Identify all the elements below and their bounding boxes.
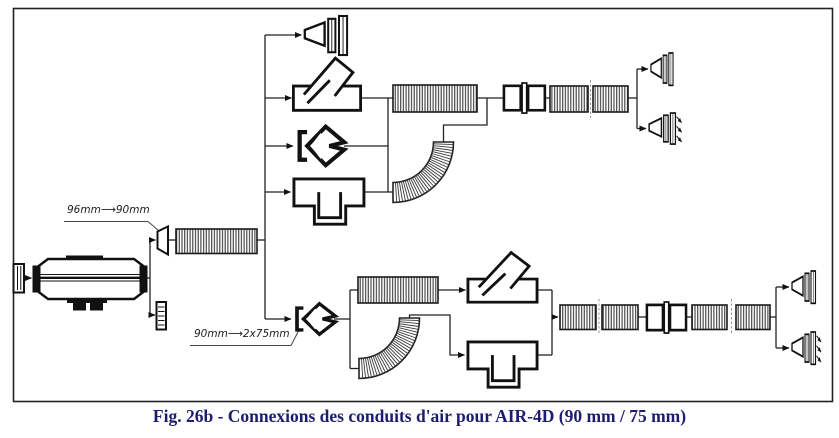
- reducer-label: 96mm⟶90mm: [67, 204, 150, 216]
- air-heater-unit: [32, 255, 148, 311]
- hose-lower-right-1: [559, 304, 597, 331]
- y-splitter-90-2x75: [295, 301, 338, 337]
- label-leader-lines: [64, 221, 299, 346]
- hose-upper-right-1: [549, 85, 589, 113]
- hose-break-marks: [590, 80, 732, 335]
- outlet-vent-top-left: [303, 14, 349, 57]
- hose-upper-right-2: [592, 85, 629, 113]
- hose-lower-right-4: [735, 304, 771, 331]
- y-branch-duct-upper: [291, 56, 363, 112]
- duct-connectors: [24, 32, 790, 370]
- t-branch-duct-lower: [466, 340, 539, 389]
- elbow-duct-lower: [358, 317, 421, 380]
- intake-grille-bottom: [155, 301, 167, 331]
- figure-border: [12, 7, 834, 403]
- outlet-vent-bottom-right: [790, 269, 817, 305]
- intake-grille-left: [12, 263, 25, 294]
- elbow-duct-upper: [392, 141, 455, 204]
- hose-lower-mid: [357, 276, 439, 304]
- hose-lower-right-2: [601, 304, 639, 331]
- hose-coupler-upper: [502, 81, 547, 115]
- y-branch-duct-lower: [466, 251, 539, 304]
- y-splitter-upper: [300, 127, 345, 166]
- hose-upper-mid: [392, 84, 478, 113]
- outlet-vent-airflow-bottom-right: [792, 332, 821, 364]
- outlet-vent-top-right: [649, 51, 675, 87]
- corrugated-hoses: [175, 84, 771, 331]
- figure-caption: Fig. 26b - Connexions des conduits d'air…: [152, 406, 687, 426]
- reducer-cone: [156, 224, 169, 257]
- t-branch-duct-upper: [292, 177, 366, 226]
- hose-coupler-lower: [645, 300, 688, 335]
- splitter-label: 90mm⟶2x75mm: [194, 328, 290, 340]
- hose-heater-out: [175, 228, 258, 255]
- hose-lower-right-3: [691, 304, 728, 331]
- outlet-vent-airflow-top-right: [649, 113, 681, 144]
